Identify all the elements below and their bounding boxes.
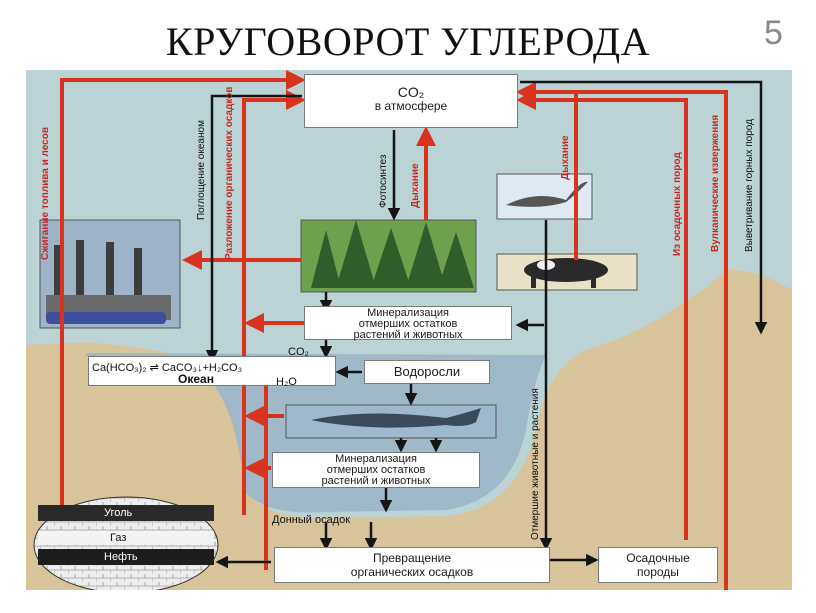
cow-picture (496, 253, 638, 291)
ocean-chem-co2: CO₂ (288, 346, 309, 358)
atmosphere-label: в атмосфере (374, 99, 448, 113)
bottom-sediment-label: Донный осадок (272, 514, 351, 526)
fish-picture (285, 404, 497, 439)
arrow-ocean-absorption (205, 94, 302, 363)
gas-label: Газ (110, 532, 127, 544)
mineralization-bottom-box: Минерализация отмерших остатков растений… (272, 452, 480, 488)
coal-label: Уголь (104, 507, 133, 519)
algae-label: Водоросли (393, 364, 461, 379)
diagram-graphics (26, 70, 792, 590)
label-photosynthesis: Фотосинтез (378, 154, 389, 208)
label-weathering: Выветривание горных пород (744, 119, 755, 252)
oil-label: Нефть (104, 551, 138, 563)
mineral-bottom-line3: растений и животных (321, 475, 431, 487)
arrow-fuel-burning (60, 70, 306, 505)
label-respiration-1: Дыхание (410, 163, 421, 208)
mineral-top-line3: растений и животных (353, 329, 463, 341)
mineral-bottom-line1: Минерализация (335, 453, 417, 465)
arrow-weathering (520, 80, 768, 335)
sedimentary-line1: Осадочные (626, 551, 690, 565)
sedimentary-line2: породы (637, 565, 679, 579)
label-ocean-absorption: Поглощение океаном (196, 120, 207, 220)
ground (26, 269, 792, 590)
label-respiration-2: Дыхание (560, 135, 571, 180)
arrow-sedimentary-up (516, 90, 688, 540)
mineral-top-line1: Минерализация (367, 307, 449, 319)
label-dead-organisms: Отмершие животные и растения (530, 388, 541, 540)
transformation-line2: органических осадков (350, 565, 474, 579)
ocean-chem-equation: Ca(HCO₃)₂ ⇌ CaCO₃↓+H₂CO₃ (92, 362, 243, 374)
transformation-line1: Превращение (372, 551, 452, 565)
sedimentary-box: Осадочные породы (598, 547, 718, 583)
slide-title: КРУГОВОРОТ УГЛЕРОДА (165, 19, 651, 64)
forest-picture (300, 219, 477, 293)
transformation-box: Превращение органических осадков (274, 547, 550, 583)
mineral-top-line2: отмерших остатков (358, 318, 458, 330)
mineralization-top-box: Минерализация отмерших остатков растений… (304, 306, 512, 341)
co2-atmosphere-box: CO₂ в атмосфере (304, 74, 518, 128)
label-from-sedimentary: Из осадочных пород (672, 152, 683, 256)
algae-box: Водоросли (364, 360, 490, 384)
ocean-chemistry-box (88, 356, 336, 386)
label-fuel-burning: Сжигание топлива и лесов (40, 127, 51, 260)
carbon-cycle-diagram: CO₂ в атмосфере Минерализация отмерших о… (26, 70, 792, 590)
mineral-bottom-line2: отмерших остатков (326, 464, 426, 476)
slide-number: 5 (764, 14, 783, 52)
co2-label: CO₂ (397, 84, 425, 100)
ocean-label: Океан (178, 372, 214, 386)
ocean-chem-h2o: H₂O (276, 376, 297, 388)
label-volcanic: Вулканические извержения (710, 114, 721, 252)
arrow-volcanic (516, 82, 728, 590)
label-decomposition: Разложение органических осадков (224, 86, 235, 260)
